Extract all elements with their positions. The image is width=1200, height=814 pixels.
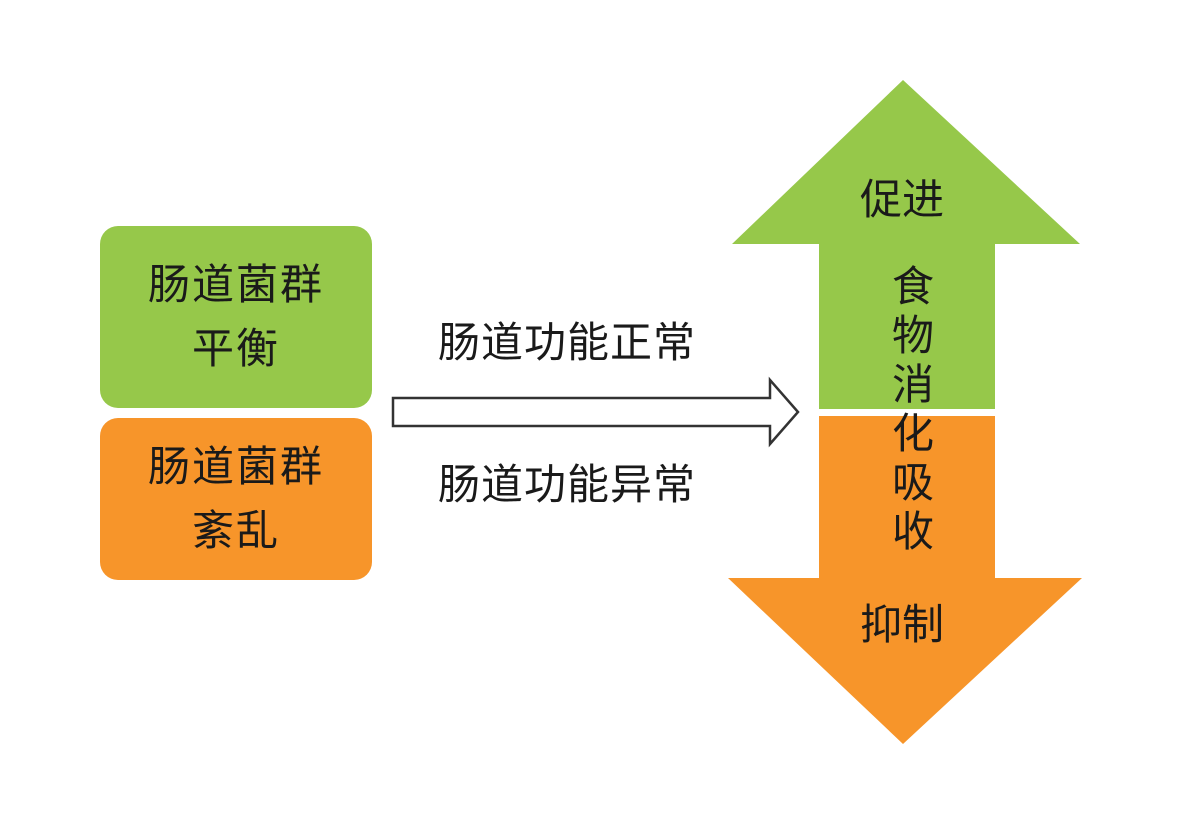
vertical-char: 收 [891, 507, 934, 556]
gut-flora-balance-box: 肠道菌群 平衡 [100, 226, 372, 408]
disorder-box-line2: 紊乱 [191, 506, 280, 555]
up-arrow-icon [732, 80, 1080, 409]
disorder-box-line1: 肠道菌群 [147, 442, 324, 491]
vertical-char: 化 [891, 409, 934, 458]
balance-box-line2: 平衡 [191, 324, 280, 373]
down-arrow-icon [728, 416, 1082, 744]
vertical-char: 消 [891, 360, 934, 409]
vertical-char: 物 [891, 311, 934, 360]
normal-function-label: 肠道功能正常 [438, 318, 697, 367]
digestion-absorption-text: 食 物 消 化 吸 收 [888, 262, 938, 556]
abnormal-function-label: 肠道功能异常 [438, 460, 697, 509]
inhibit-label: 抑制 [860, 600, 945, 649]
gut-flora-disorder-box: 肠道菌群 紊乱 [100, 418, 372, 580]
right-arrow-icon [391, 376, 800, 448]
balance-box-line1: 肠道菌群 [147, 260, 324, 309]
vertical-char: 食 [891, 262, 934, 311]
vertical-char: 吸 [891, 458, 934, 507]
promote-label: 促进 [860, 175, 945, 224]
